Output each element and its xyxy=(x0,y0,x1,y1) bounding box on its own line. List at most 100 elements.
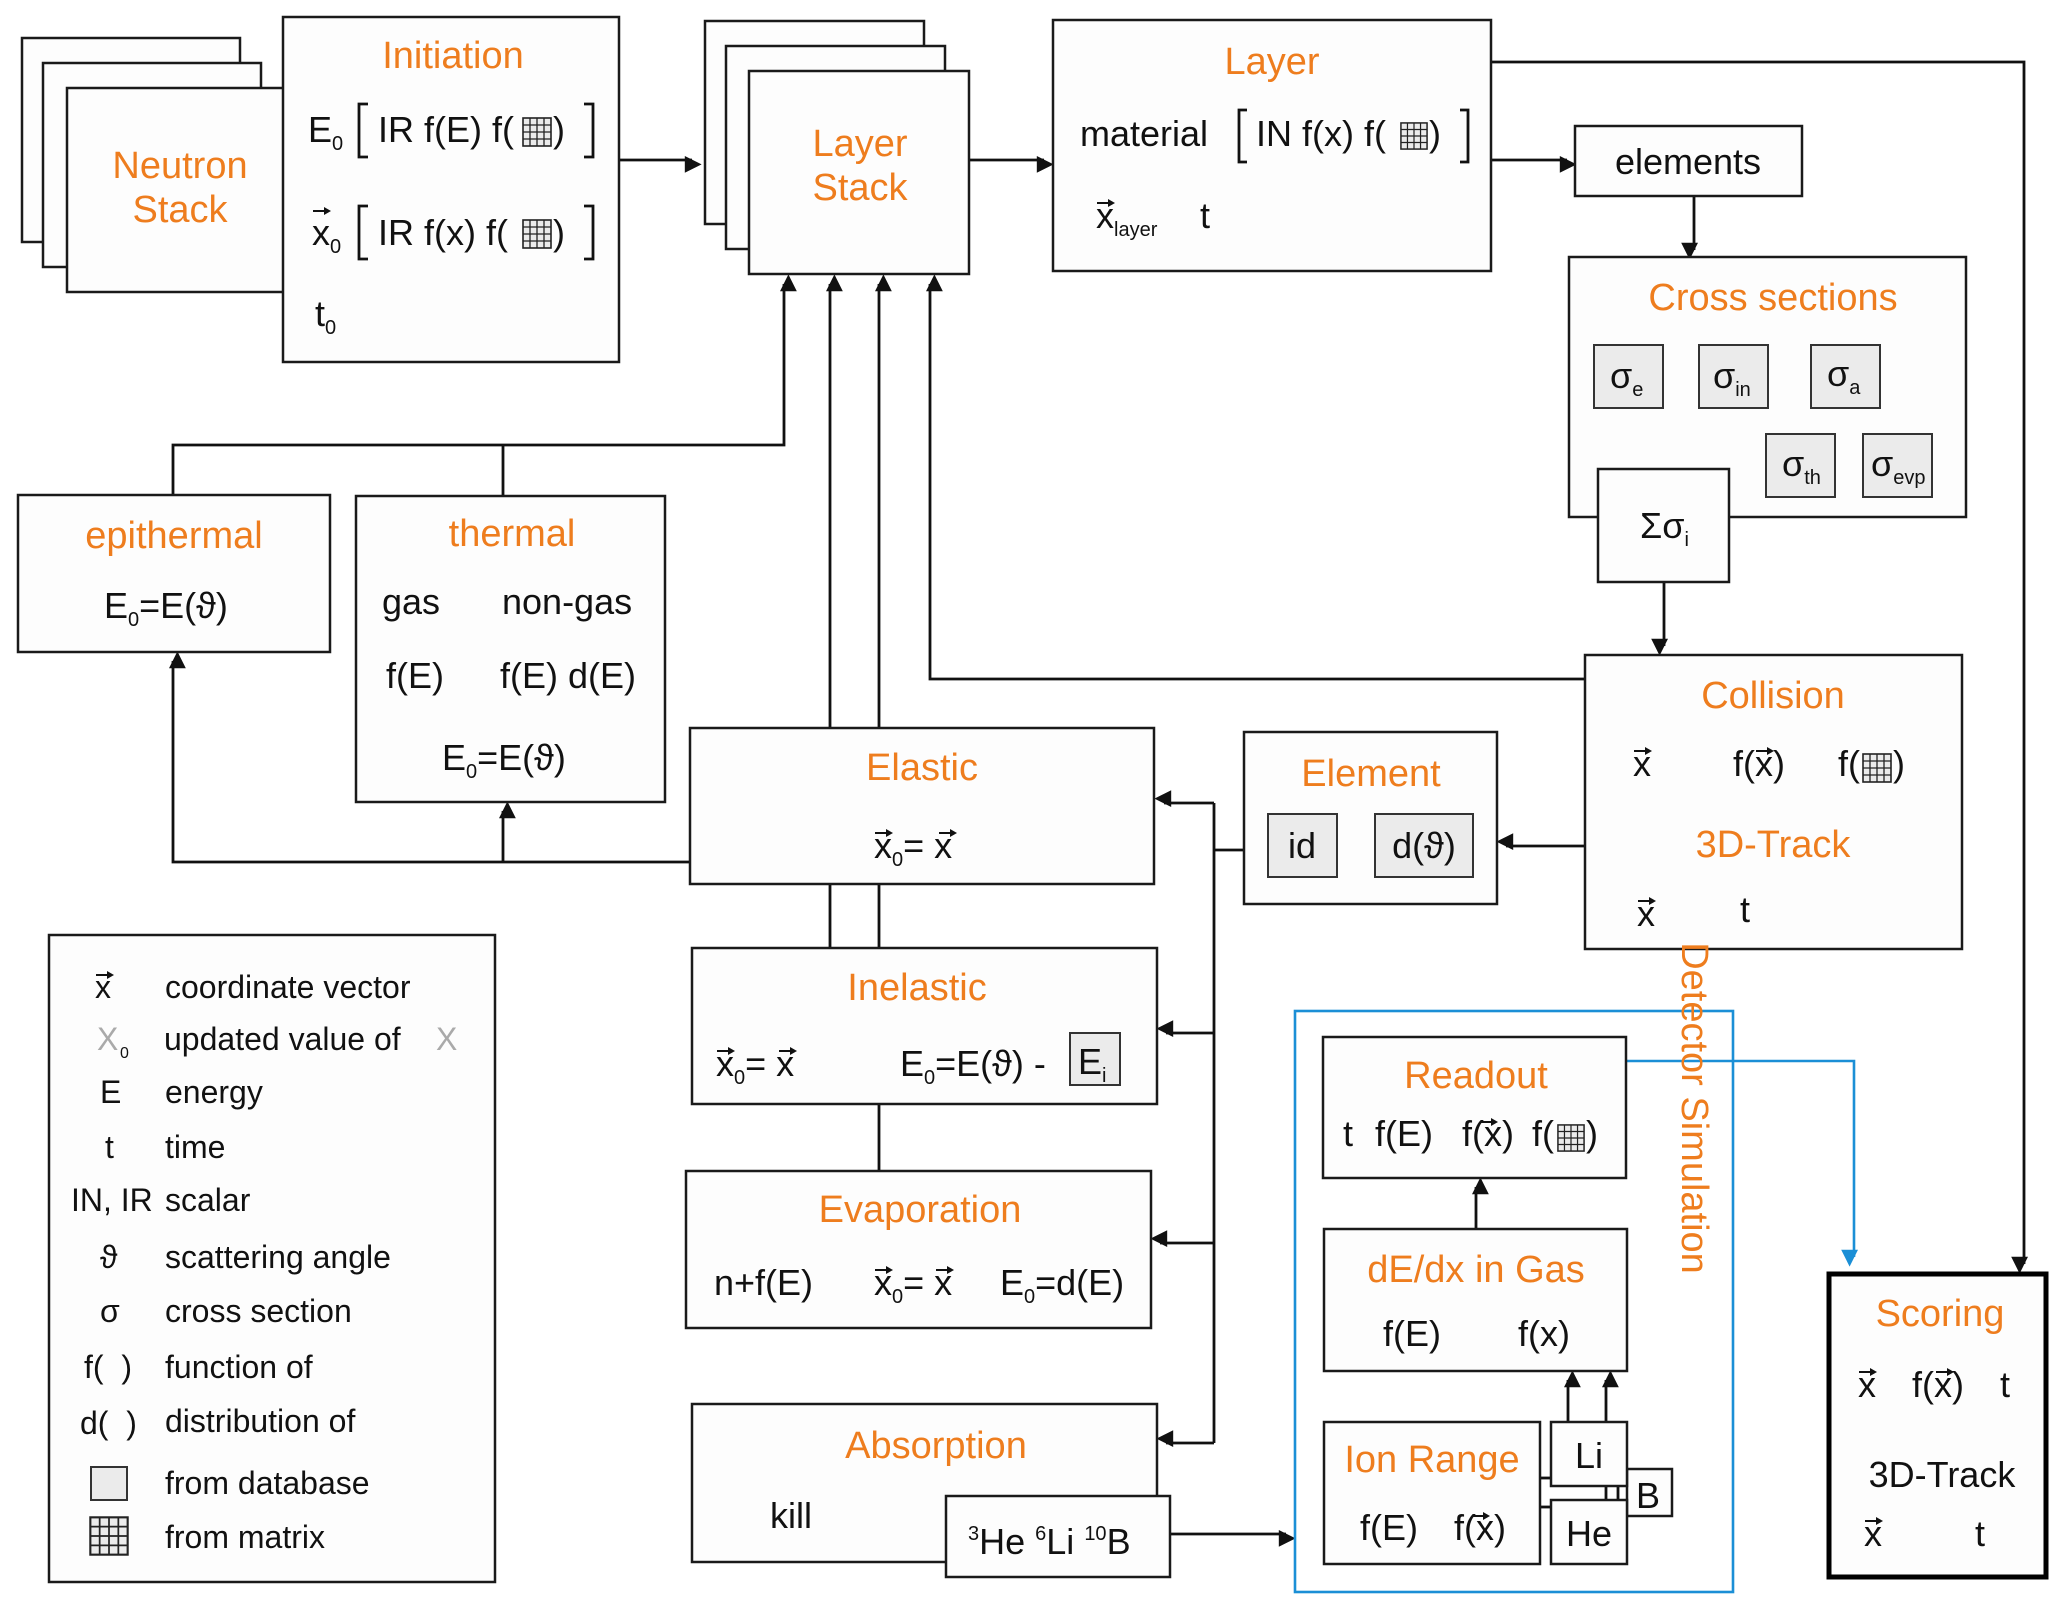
svg-text:from database: from database xyxy=(165,1465,370,1501)
initiation-t0: t0 xyxy=(315,293,336,339)
legend-item-time: t time xyxy=(105,1129,225,1165)
initiation-e0-content: IR f(E) f( xyxy=(378,109,514,150)
legend-item-from-matrix: from matrix xyxy=(89,1516,325,1556)
svg-text:σth: σth xyxy=(1782,443,1821,489)
svg-text:σa: σa xyxy=(1827,353,1861,399)
paren: ) xyxy=(1429,113,1441,154)
svg-text:scalar: scalar xyxy=(165,1182,251,1218)
dedx-box[interactable]: dE/dx in Gas f(E) f(x) xyxy=(1322,1227,1629,1373)
layer-stack[interactable]: Layer Stack xyxy=(703,19,971,276)
collision-box[interactable]: Collision x f(x) f( ) 3D-Track x t xyxy=(1583,653,1964,951)
sigma-in: σin xyxy=(1698,344,1769,409)
svg-text:function of: function of xyxy=(165,1349,313,1385)
sigma-sum-box[interactable]: Σσi xyxy=(1596,467,1731,584)
initiation-box[interactable]: Initiation E0 IR f(E) f( ) x0 IR f(x) f(… xyxy=(281,15,621,364)
ion-b-box[interactable]: B xyxy=(1625,1467,1674,1518)
readout-fmatrix: f( xyxy=(1532,1113,1554,1154)
thermal-equation: E0=E(ϑ) xyxy=(442,737,566,783)
epithermal-title: epithermal xyxy=(85,515,262,557)
collision-fmatrix: f( xyxy=(1838,743,1860,784)
element-id-box xyxy=(1267,813,1338,878)
connectors xyxy=(169,60,2028,1547)
scoring-box[interactable]: Scoring x f(x) t 3D-Track x t xyxy=(1826,1271,2049,1580)
sigma-evp: σevp xyxy=(1862,433,1933,498)
svg-text:energy: energy xyxy=(165,1074,263,1110)
elastic-box[interactable]: Elastic x0= x xyxy=(688,726,1156,886)
evaporation-title: Evaporation xyxy=(819,1189,1022,1231)
excitation-energy-box xyxy=(1069,1032,1121,1086)
ion-range-fe: f(E) xyxy=(1360,1507,1418,1548)
matrix-icon xyxy=(1557,1123,1585,1153)
svg-text:0: 0 xyxy=(120,1045,129,1062)
sigma-a: σa xyxy=(1810,344,1881,409)
ion-li-box[interactable]: Li xyxy=(1549,1420,1629,1488)
neutron-stack[interactable]: Neutron Stack xyxy=(20,36,309,294)
layer-material-content: IN f(x) f( xyxy=(1256,113,1386,154)
evaporation-term: n+f(E) xyxy=(714,1262,813,1303)
svg-text:X: X xyxy=(436,1021,457,1057)
initiation-x0-content: IR f(x) f( xyxy=(378,212,508,253)
readout-box[interactable]: Readout t f(E) f(x) f( ) xyxy=(1321,1035,1628,1180)
ion-li: Li xyxy=(1575,1435,1603,1476)
layer-box[interactable]: Layer material IN f(x) f( ) xlayer t xyxy=(1051,18,1493,273)
collision-fx: f(x) xyxy=(1733,743,1785,784)
evaporation-box[interactable]: Evaporation n+f(E) x0= x E0=d(E) xyxy=(684,1169,1153,1330)
absorption-kill: kill xyxy=(770,1495,812,1536)
initiation-title: Initiation xyxy=(382,35,524,77)
ion-range-box[interactable]: Ion Range f(E) f(x) xyxy=(1322,1420,1542,1566)
bracket xyxy=(357,102,595,159)
matrix-icon xyxy=(1400,121,1428,151)
elements-box[interactable]: elements xyxy=(1573,124,1804,198)
bracket xyxy=(1237,108,1470,164)
paren: ) xyxy=(553,109,565,150)
arrow-layer-to-scoring xyxy=(1491,60,2028,1274)
sigma-sum-label: Σσi xyxy=(1640,505,1689,551)
ion-he-box[interactable]: He xyxy=(1549,1498,1629,1566)
collision-x: x xyxy=(1633,743,1651,784)
ion-range-title: Ion Range xyxy=(1344,1439,1519,1481)
matrix-icon xyxy=(522,219,552,249)
element-title: Element xyxy=(1301,753,1441,795)
legend-item-cross-section: σ cross section xyxy=(100,1293,352,1329)
svg-text:from matrix: from matrix xyxy=(165,1519,325,1555)
layer-stack-title-2: Stack xyxy=(812,167,908,209)
svg-text:σ: σ xyxy=(100,1293,120,1329)
evaporation-equation-2: E0=d(E) xyxy=(1000,1262,1124,1308)
scoring-track-t: t xyxy=(1975,1513,1985,1554)
svg-text:t: t xyxy=(105,1129,114,1165)
scoring-3d-track-title: 3D-Track xyxy=(1869,1454,2017,1495)
cross-sections-box[interactable]: Cross sections σe σin σa σth σevp xyxy=(1567,255,1968,519)
detector-simulation-label: Detector Simulation xyxy=(1673,942,1715,1274)
layer-x: xlayer xyxy=(1096,195,1158,241)
collision-title: Collision xyxy=(1701,675,1845,717)
legend-item-scattering-angle: ϑ scattering angle xyxy=(100,1239,391,1275)
paren: ) xyxy=(1586,1113,1598,1154)
paren: ) xyxy=(553,212,565,253)
svg-text:distribution of: distribution of xyxy=(165,1403,355,1439)
sigma-e: σe xyxy=(1593,344,1664,409)
arrow-elastic-to-epithermal xyxy=(169,651,690,864)
collision-track-x: x xyxy=(1637,893,1655,934)
thermal-box[interactable]: thermal gas non-gas f(E) f(E) d(E) E0=E(… xyxy=(354,494,667,804)
thermal-title: thermal xyxy=(449,513,576,555)
elastic-title: Elastic xyxy=(866,747,978,789)
readout-title: Readout xyxy=(1404,1055,1548,1097)
bracket xyxy=(357,204,595,261)
database-square-icon xyxy=(90,1466,128,1501)
inelastic-box[interactable]: Inelastic x0= x E0=E(ϑ) - Ei xyxy=(690,946,1159,1106)
scoring-title: Scoring xyxy=(1876,1293,2005,1335)
svg-text:X: X xyxy=(97,1021,118,1057)
detector-simulation[interactable]: Detector Simulation Readout t f(E) f(x) … xyxy=(1293,942,1735,1594)
legend-item-from-database: from database xyxy=(90,1465,370,1501)
elastic-equation: x0= x xyxy=(874,825,952,871)
svg-text:d( ): d( ) xyxy=(80,1405,137,1441)
layer-title: Layer xyxy=(1224,41,1319,83)
svg-text:E: E xyxy=(100,1074,121,1110)
thermal-gas: gas xyxy=(382,581,440,622)
element-box[interactable]: Element id d(ϑ) xyxy=(1242,730,1499,906)
legend-item-coordinate-vector: x coordinate vector xyxy=(95,969,411,1005)
epithermal-box[interactable]: epithermal E0=E(ϑ) xyxy=(16,493,332,654)
neutron-stack-title-2: Stack xyxy=(132,189,228,231)
